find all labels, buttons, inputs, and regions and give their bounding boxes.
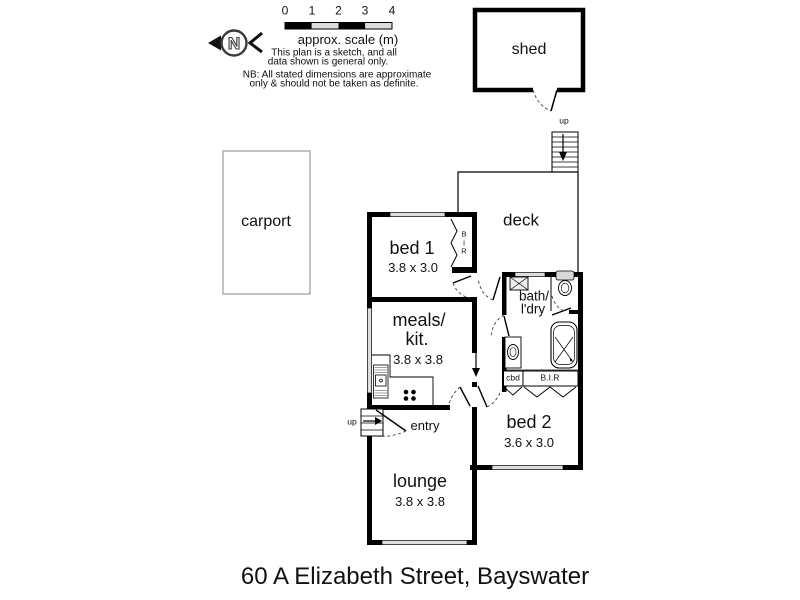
bir-box-label: B.I.R [540, 372, 560, 383]
up-label-deck-stairs: up [559, 115, 569, 126]
shed-door-swing [532, 89, 552, 112]
kitchen-fixtures [372, 354, 434, 405]
north-letter: N [228, 34, 240, 53]
cooktop [403, 389, 416, 401]
shed-outline [472, 7, 586, 112]
room-label-lounge: lounge [392, 471, 448, 492]
disclaimer-nb1: NB: All stated dimensions are approximat… [242, 69, 432, 81]
disclaimer-nb2: only & should not be taken as definite. [249, 78, 419, 90]
shed-door-leaf [550, 89, 558, 112]
bed2-window [491, 465, 564, 470]
scale-tick-3: 3 [361, 3, 369, 18]
lounge-window [381, 540, 468, 545]
house-walls-left-block [367, 212, 477, 545]
scale-tick-1: 1 [308, 3, 316, 18]
cbd-label: cbd [506, 372, 520, 383]
entry-steps [360, 408, 384, 437]
room-dims-bed1: 3.8 x 3.0 [388, 259, 438, 275]
laundry-trough [504, 336, 522, 369]
room-label-ldry: l'dry [520, 301, 546, 317]
scale-tick-2: 2 [335, 3, 342, 18]
bath-door-leaf [503, 315, 510, 337]
toilet-door-leaf [551, 307, 572, 316]
scale-bar [284, 22, 393, 30]
room-dims-meals-kit: 3.8 x 3.8 [393, 351, 443, 367]
scale-tick-4: 4 [388, 3, 396, 18]
address-title: 60 A Elizabeth Street, Bayswater [240, 562, 590, 590]
room-dims-bed2: 3.6 x 3.0 [504, 434, 554, 450]
north-arrow-icon: N [208, 29, 263, 57]
room-label-kit: kit. [405, 329, 429, 350]
scale-tick-0: 0 [281, 3, 289, 18]
bed2-door-leaf [477, 385, 488, 408]
up-label-entry-steps: up [347, 416, 357, 427]
carport-outline [222, 150, 311, 295]
room-label-bath: bath/ [518, 288, 550, 304]
deck-door-leaf [492, 276, 501, 301]
bed1-robe [450, 218, 458, 268]
entry-door-leaf [375, 409, 407, 432]
bath-fixtures [502, 270, 578, 371]
room-label-meals: meals/ [392, 310, 446, 331]
bir-box [522, 370, 579, 387]
door-swings [374, 278, 565, 437]
room-label-deck: deck [503, 210, 539, 230]
room-label-carport: carport [241, 213, 291, 231]
bed1-door-leaf [452, 275, 472, 284]
room-label-shed: shed [511, 41, 547, 59]
disclaimer-line2: data shown is general only. [267, 56, 389, 68]
kitchen-window [367, 307, 372, 394]
room-label-bed2: bed 2 [506, 412, 552, 433]
lounge-door-leaf [459, 386, 471, 407]
room-dims-lounge: 3.8 x 3.8 [395, 493, 445, 509]
bath-window [514, 272, 546, 277]
door-leaves [375, 275, 572, 432]
bathtub [550, 321, 578, 369]
shed-door-opening [533, 86, 557, 93]
bir-vertical-label: B I R [461, 229, 467, 256]
deck-outline [457, 171, 579, 272]
hall-arrow [472, 352, 480, 377]
bed2-storage [503, 370, 579, 398]
toilet [555, 270, 575, 296]
bed1-window [389, 212, 446, 217]
room-label-entry: entry [410, 417, 440, 433]
windows [367, 212, 564, 545]
disclaimer-line1: This plan is a sketch, and all [271, 47, 397, 59]
room-label-bed1: bed 1 [389, 238, 435, 259]
deck-stairs [551, 131, 579, 173]
scale-caption: approx. scale (m) [297, 31, 399, 47]
